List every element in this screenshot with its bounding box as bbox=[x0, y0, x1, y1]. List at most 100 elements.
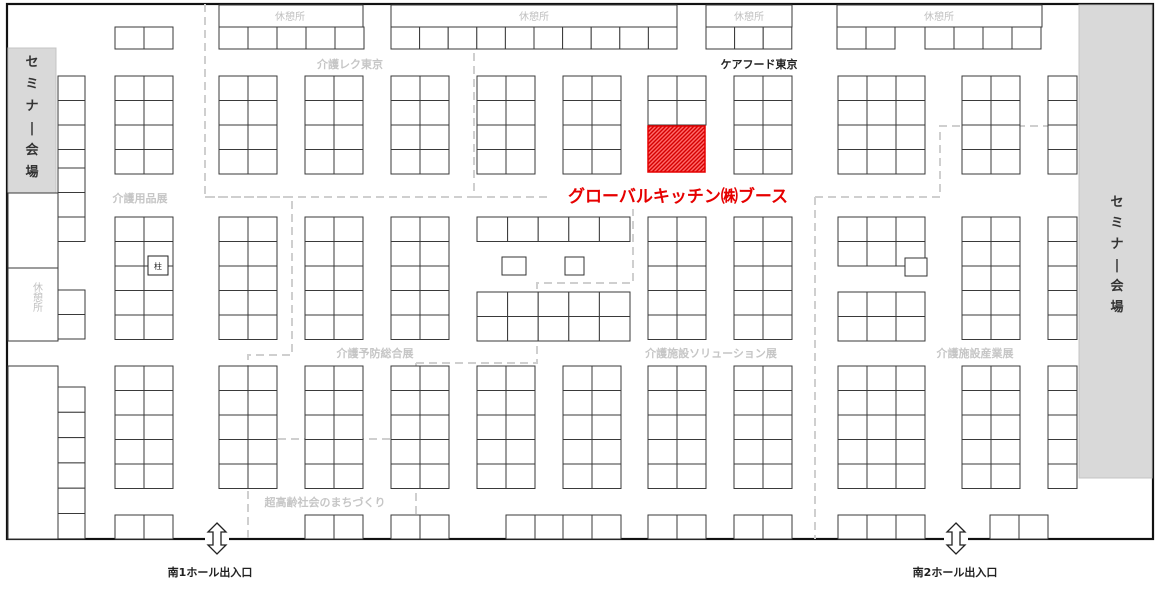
booth[interactable] bbox=[837, 365, 868, 391]
booth[interactable] bbox=[866, 291, 897, 317]
booth[interactable] bbox=[895, 216, 926, 242]
booth[interactable] bbox=[304, 241, 335, 267]
booth[interactable] bbox=[537, 316, 570, 342]
booth[interactable] bbox=[114, 314, 145, 340]
booth[interactable] bbox=[598, 216, 631, 242]
booth[interactable] bbox=[419, 463, 450, 489]
booth[interactable] bbox=[419, 241, 450, 267]
booth[interactable] bbox=[733, 414, 764, 440]
booth[interactable] bbox=[647, 514, 678, 540]
booth[interactable] bbox=[476, 390, 507, 416]
booth[interactable] bbox=[218, 463, 249, 489]
booth[interactable] bbox=[476, 316, 509, 342]
booth[interactable] bbox=[568, 316, 600, 342]
booth[interactable] bbox=[895, 463, 926, 489]
booth[interactable] bbox=[419, 365, 450, 391]
booth[interactable] bbox=[895, 316, 926, 342]
booth[interactable] bbox=[676, 439, 707, 465]
booth[interactable] bbox=[705, 26, 736, 50]
booth[interactable] bbox=[733, 390, 764, 416]
booth[interactable] bbox=[1047, 365, 1078, 391]
booth[interactable] bbox=[247, 26, 278, 50]
booth[interactable] bbox=[647, 439, 678, 465]
booth[interactable] bbox=[143, 414, 174, 440]
booth[interactable] bbox=[990, 314, 1021, 340]
booth[interactable] bbox=[591, 463, 622, 489]
booth[interactable] bbox=[961, 75, 992, 101]
booth[interactable] bbox=[476, 291, 509, 317]
booth[interactable] bbox=[505, 100, 536, 126]
booth[interactable] bbox=[247, 124, 278, 150]
booth[interactable] bbox=[57, 513, 86, 540]
booth[interactable] bbox=[895, 365, 926, 391]
booth[interactable] bbox=[836, 26, 867, 50]
booth[interactable] bbox=[733, 75, 764, 101]
booth[interactable] bbox=[990, 290, 1021, 316]
booth[interactable] bbox=[247, 439, 278, 465]
booth[interactable] bbox=[419, 149, 450, 175]
booth[interactable] bbox=[143, 124, 174, 150]
booth[interactable] bbox=[114, 26, 145, 50]
booth[interactable] bbox=[591, 514, 622, 540]
booth[interactable] bbox=[837, 241, 868, 267]
booth[interactable] bbox=[505, 414, 536, 440]
booth[interactable] bbox=[837, 414, 868, 440]
booth[interactable] bbox=[837, 439, 868, 465]
booth[interactable] bbox=[57, 411, 86, 439]
booth[interactable] bbox=[247, 100, 278, 126]
booth[interactable] bbox=[390, 290, 421, 316]
booth[interactable] bbox=[591, 439, 622, 465]
booth[interactable] bbox=[1018, 514, 1049, 540]
booth[interactable] bbox=[866, 124, 897, 150]
booth[interactable] bbox=[57, 289, 86, 315]
booth[interactable] bbox=[247, 216, 278, 242]
booth[interactable] bbox=[476, 414, 507, 440]
booth[interactable] bbox=[562, 390, 593, 416]
booth[interactable] bbox=[143, 439, 174, 465]
booth[interactable] bbox=[218, 216, 249, 242]
booth[interactable] bbox=[476, 439, 507, 465]
booth[interactable] bbox=[476, 26, 506, 50]
booth[interactable] bbox=[504, 26, 535, 50]
booth[interactable] bbox=[676, 390, 707, 416]
booth[interactable] bbox=[562, 414, 593, 440]
booth[interactable] bbox=[924, 26, 955, 50]
booth[interactable] bbox=[865, 26, 896, 50]
booth[interactable] bbox=[762, 124, 793, 150]
booth[interactable] bbox=[676, 463, 707, 489]
booth[interactable] bbox=[647, 26, 678, 50]
booth[interactable] bbox=[562, 124, 593, 150]
booth[interactable] bbox=[57, 216, 86, 242]
booth[interactable] bbox=[866, 75, 897, 101]
booth[interactable] bbox=[562, 75, 593, 101]
booth[interactable] bbox=[990, 100, 1021, 126]
booth[interactable] bbox=[507, 316, 539, 342]
booth[interactable] bbox=[562, 439, 593, 465]
booth[interactable] bbox=[961, 216, 992, 242]
booth[interactable] bbox=[762, 390, 793, 416]
booth[interactable] bbox=[961, 100, 992, 126]
booth[interactable] bbox=[562, 365, 593, 391]
booth[interactable] bbox=[218, 390, 249, 416]
booth[interactable] bbox=[57, 75, 86, 101]
booth[interactable] bbox=[1047, 149, 1078, 175]
booth[interactable] bbox=[143, 314, 174, 340]
booth[interactable] bbox=[304, 75, 335, 101]
booth[interactable] bbox=[676, 75, 707, 101]
booth[interactable] bbox=[1047, 463, 1078, 489]
booth[interactable] bbox=[114, 414, 145, 440]
booth[interactable] bbox=[247, 149, 278, 175]
booth[interactable] bbox=[505, 463, 536, 489]
booth[interactable] bbox=[218, 100, 249, 126]
booth[interactable] bbox=[447, 26, 478, 50]
booth[interactable] bbox=[591, 390, 622, 416]
booth[interactable] bbox=[762, 265, 793, 291]
booth[interactable] bbox=[218, 26, 249, 50]
booth[interactable] bbox=[647, 290, 678, 316]
booth[interactable] bbox=[990, 414, 1021, 440]
booth[interactable] bbox=[1047, 390, 1078, 416]
booth[interactable] bbox=[762, 216, 793, 242]
booth[interactable] bbox=[961, 241, 992, 267]
booth[interactable] bbox=[247, 390, 278, 416]
booth[interactable] bbox=[562, 100, 593, 126]
